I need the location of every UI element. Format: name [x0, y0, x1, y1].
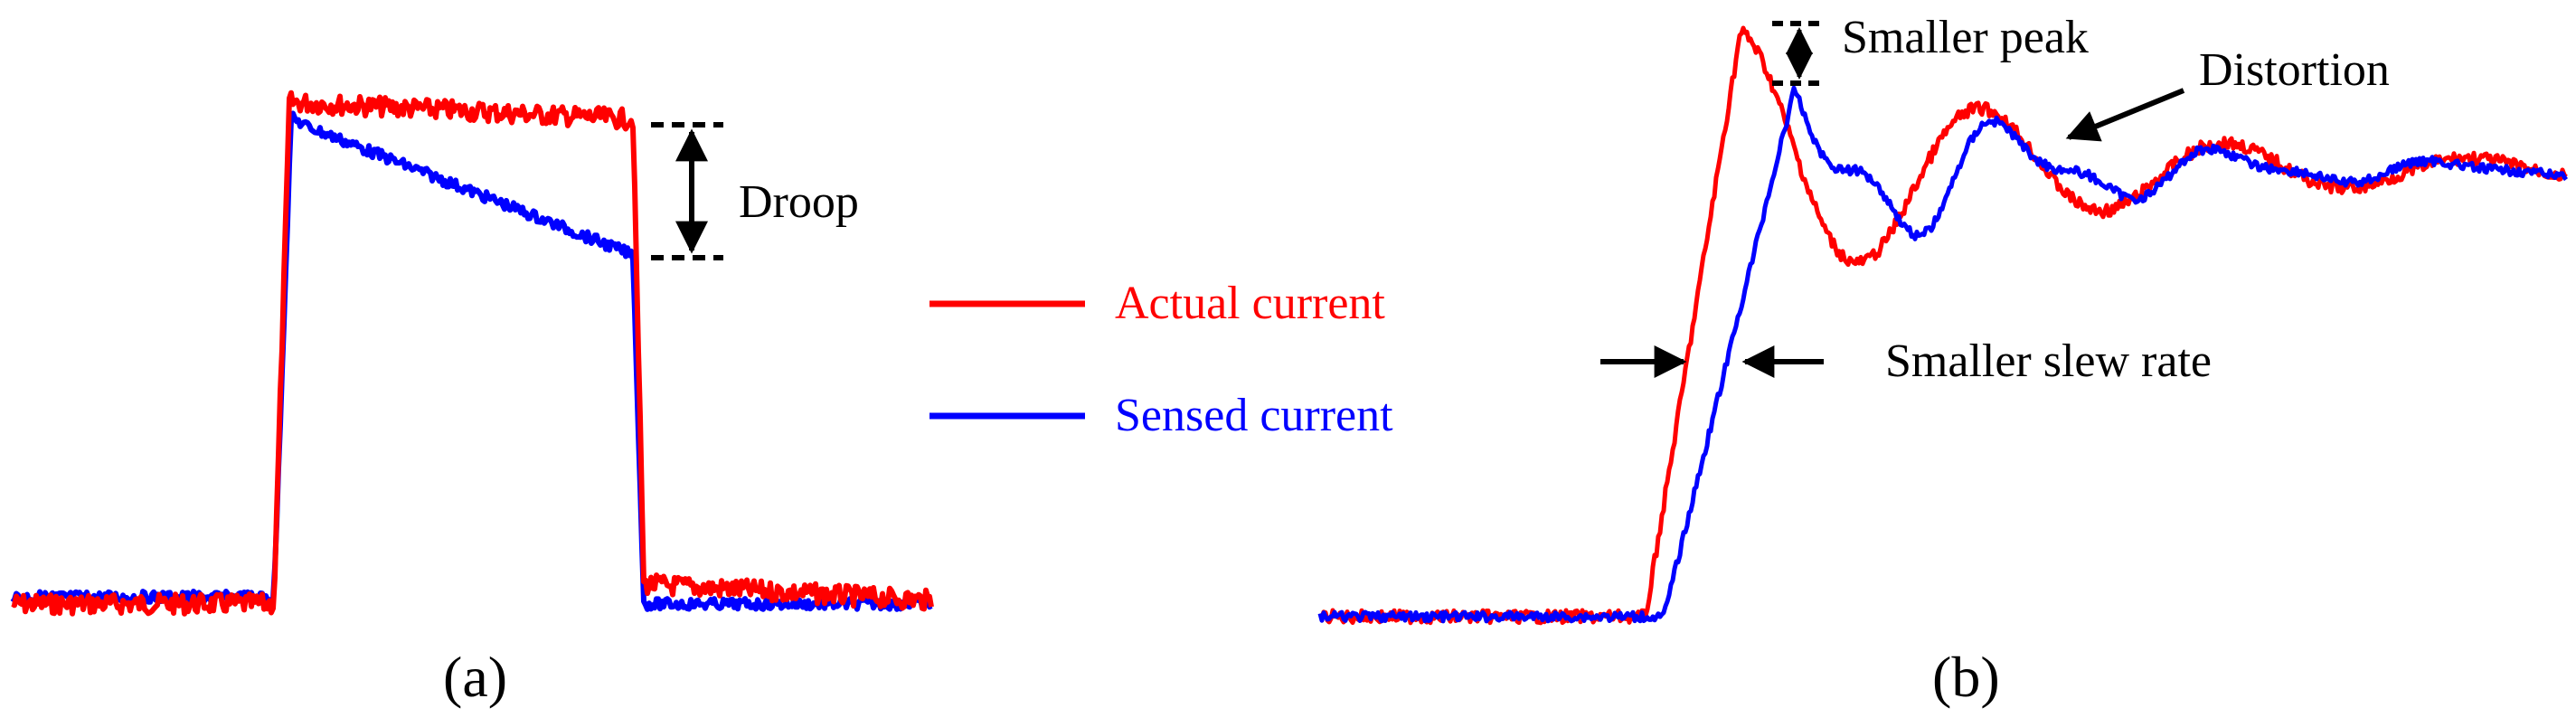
panel-b-sensed-current-trace — [1317, 85, 2569, 624]
distortion-label: Distortion — [2199, 44, 2390, 96]
smaller-peak-label: Smaller peak — [1842, 12, 2089, 63]
panel-b: Smaller peak Distortion Smaller slew rat… — [1317, 12, 2569, 709]
panel-a-label: (a) — [443, 645, 507, 709]
droop-indicator — [651, 122, 723, 260]
legend-actual-label: Actual current — [1115, 278, 1385, 329]
panel-b-actual-current-trace — [1319, 25, 2568, 626]
panel-a-actual-current-trace — [11, 90, 934, 617]
droop-label: Droop — [739, 176, 859, 228]
distortion-arrow — [2065, 88, 2185, 142]
panel-a: Droop (a) — [10, 90, 934, 709]
panel-b-label: (b) — [1932, 645, 2000, 709]
legend: Actual current Sensed current — [929, 278, 1393, 441]
legend-sensed-label: Sensed current — [1115, 390, 1393, 441]
smaller-peak-indicator — [1772, 21, 1826, 86]
smaller-slew-rate-label: Smaller slew rate — [1885, 335, 2212, 387]
